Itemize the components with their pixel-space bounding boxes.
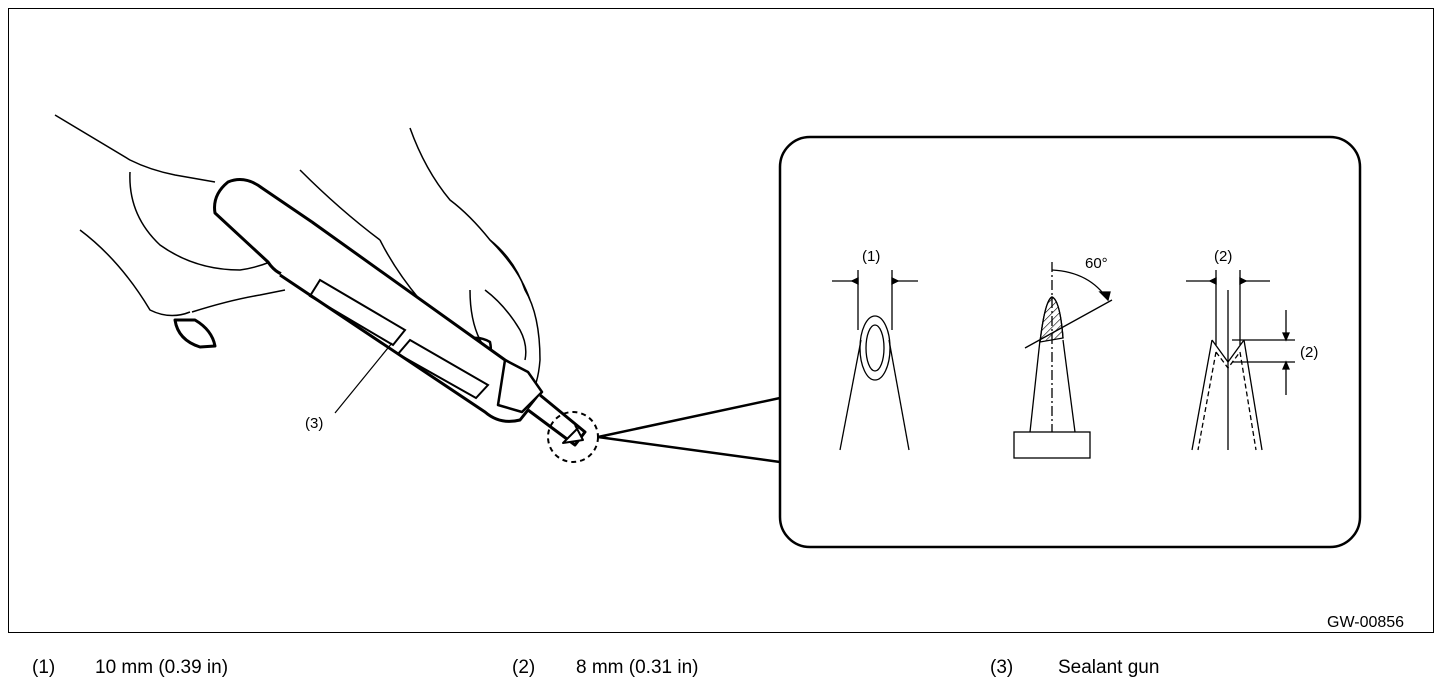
legend-text-3: Sealant gun — [1058, 657, 1160, 678]
callout-2-side-label: (2) — [1300, 344, 1318, 361]
detail-callout-box — [778, 135, 1362, 549]
angle-label: 60° — [1085, 255, 1108, 272]
legend-item-1: (1) 10 mm (0.39 in) — [32, 657, 228, 679]
callout-2-top-label: (2) — [1214, 248, 1232, 265]
legend-num-3: (3) — [990, 657, 1014, 678]
callout-3-leader — [334, 342, 393, 414]
legend-text-2: 8 mm (0.31 in) — [576, 657, 699, 678]
legend-text-1: 10 mm (0.39 in) — [95, 657, 229, 678]
gun-windows — [308, 278, 490, 400]
legend-item-3: (3) Sealant gun — [990, 657, 1159, 679]
angled-cut-detail — [1013, 262, 1113, 459]
callout-1-label: (1) — [862, 248, 880, 265]
legend-item-2: (2) 8 mm (0.31 in) — [512, 657, 698, 679]
zoom-connector — [597, 396, 781, 464]
legend-num-2: (2) — [512, 657, 536, 678]
legend-num-1: (1) — [32, 657, 56, 678]
figure-frame — [8, 8, 1434, 633]
nozzle-opening-detail — [832, 270, 918, 451]
figure-code: GW-00856 — [1327, 614, 1404, 631]
sealant-gun-body — [213, 178, 587, 447]
callout-3-label: (3) — [305, 415, 323, 432]
legend: (1) 10 mm (0.39 in) (2) 8 mm (0.31 in) (… — [0, 657, 1456, 687]
v-cut-detail — [1186, 270, 1295, 451]
left-hand-drawing — [54, 114, 286, 349]
